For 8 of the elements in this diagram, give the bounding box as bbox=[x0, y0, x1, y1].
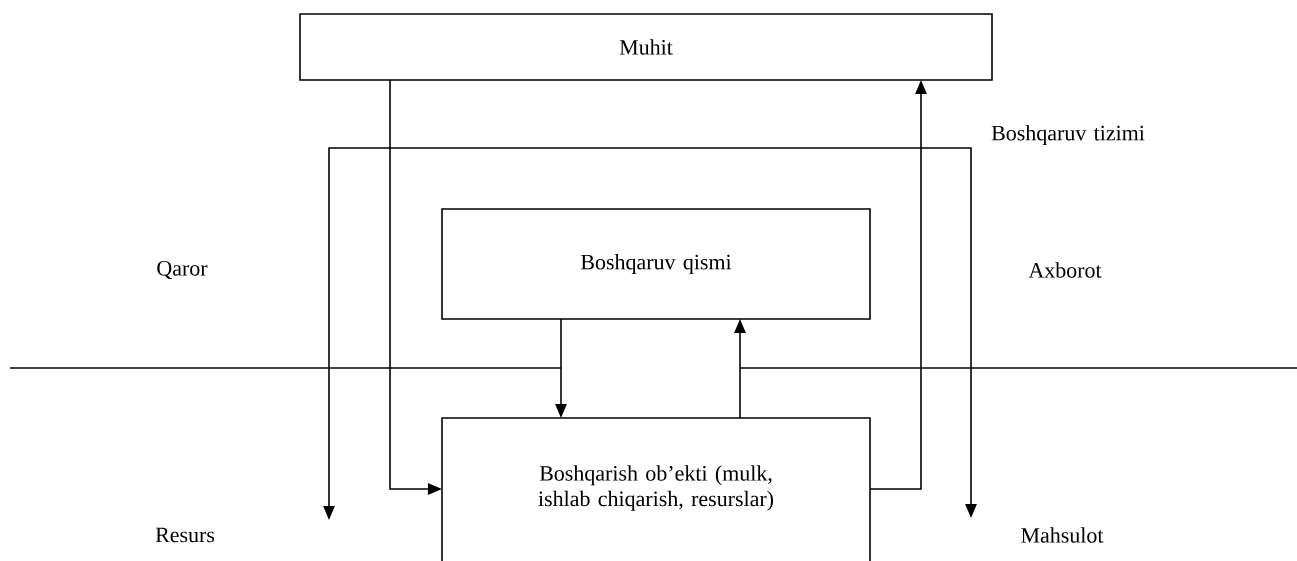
process-box: Boshqaruv qismi bbox=[441, 208, 871, 320]
text-label: Boshqaruv tizimi bbox=[991, 125, 1145, 145]
text-label: Qaror bbox=[157, 260, 208, 280]
text-label: Axborot bbox=[1028, 262, 1102, 278]
object-box: Boshqarish ob’ekti (mulk, ishlab chiqarish, resurslar) bbox=[441, 417, 871, 561]
text-label: Resurs bbox=[155, 527, 215, 543]
text-label: Mahsulot bbox=[1021, 527, 1104, 543]
process-box: Muhit bbox=[299, 13, 993, 81]
